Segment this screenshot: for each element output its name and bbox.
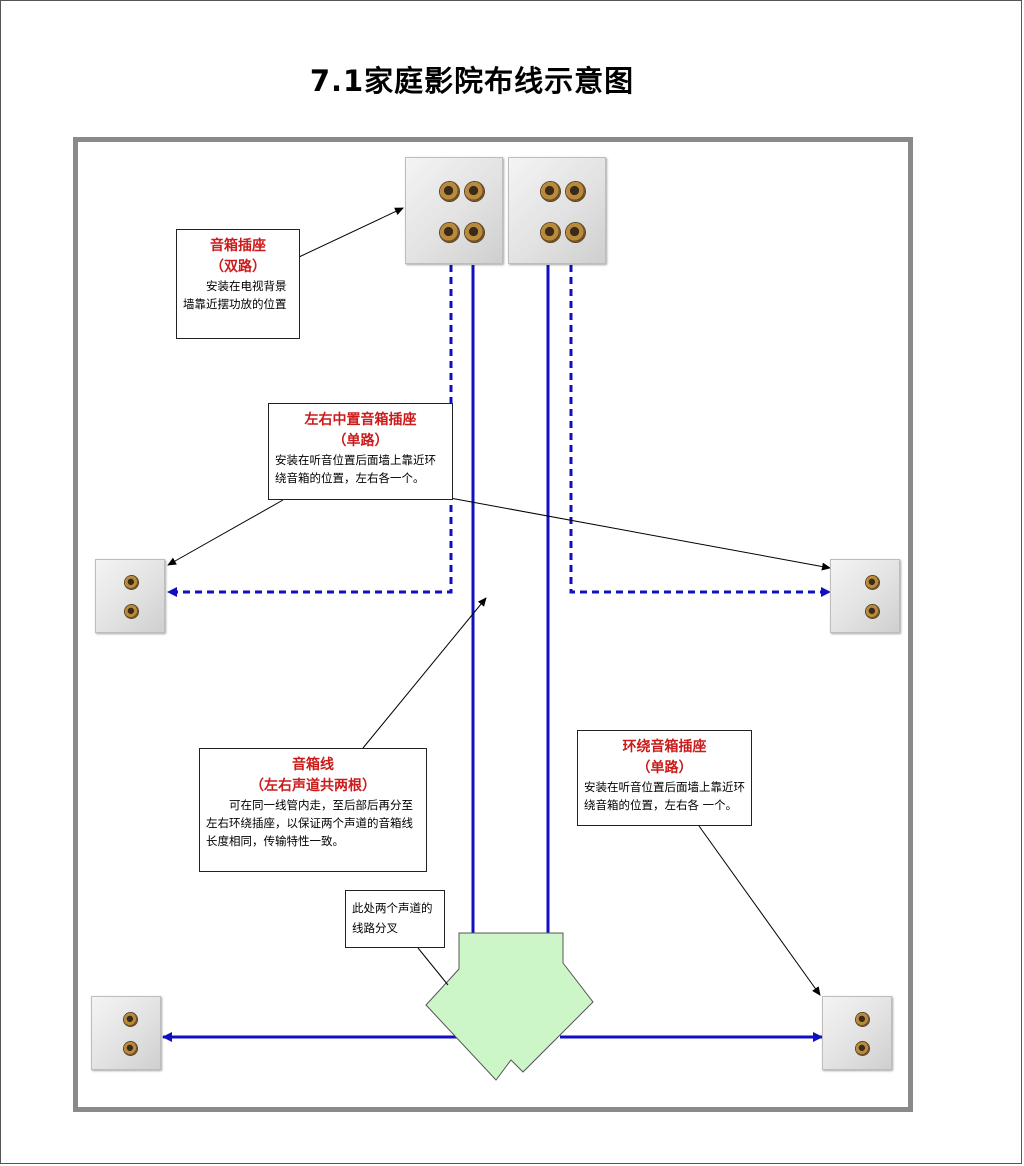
callout-surround-socket: 环绕音箱插座 （单路） 安装在听音位置后面墙上靠近环绕音箱的位置，左右各 一个。 xyxy=(577,730,752,826)
callout-body: 安装在听音位置后面墙上靠近环绕音箱的位置，左右各 一个。 xyxy=(584,780,745,812)
leader-surround-right xyxy=(698,825,821,996)
rear-left-socket-plate xyxy=(91,996,161,1070)
binding-post-icon xyxy=(440,182,459,201)
wire-front-left-dashed xyxy=(167,265,453,597)
binding-post-icon xyxy=(440,223,459,242)
leader-split-point xyxy=(417,947,449,986)
binding-post-icon xyxy=(124,1042,137,1055)
binding-post-icon xyxy=(856,1042,869,1055)
leader-speaker-socket xyxy=(298,207,404,258)
callout-subtitle: （单路） xyxy=(636,760,693,776)
front-left-socket-plate xyxy=(95,559,165,633)
binding-post-icon xyxy=(566,223,585,242)
callout-body: 可在同一线管内走，至后部后再分至左右环绕插座，以保证两个声道的音箱线长度相同，传… xyxy=(206,798,413,848)
callout-title: 音箱插座 xyxy=(210,238,266,254)
leader-front-left xyxy=(167,499,284,566)
page-title: 7.1家庭影院布线示意图 xyxy=(309,64,635,98)
callout-title: 左右中置音箱插座 xyxy=(304,412,417,428)
binding-post-icon xyxy=(566,182,585,201)
binding-post-icon xyxy=(124,1013,137,1026)
callout-title: 音箱线 xyxy=(292,757,334,773)
callout-title: 环绕音箱插座 xyxy=(622,739,707,755)
binding-post-icon xyxy=(856,1013,869,1026)
dual-socket-plate-left xyxy=(405,157,503,264)
dual-socket-plate-right xyxy=(508,157,606,264)
binding-post-icon xyxy=(866,605,879,618)
binding-post-icon xyxy=(866,576,879,589)
binding-post-icon xyxy=(541,223,560,242)
callout-subtitle: （单路） xyxy=(332,433,389,449)
leader-front-right xyxy=(449,497,831,571)
binding-post-icon xyxy=(125,605,138,618)
binding-post-icon xyxy=(465,182,484,201)
callout-subtitle: （双路） xyxy=(210,259,266,275)
callout-split-point: 此处两个声道的线路分叉 xyxy=(345,890,445,948)
callout-body: 此处两个声道的线路分叉 xyxy=(352,901,433,935)
binding-post-icon xyxy=(541,182,560,201)
callout-front-socket: 左右中置音箱插座 （单路） 安装在听音位置后面墙上靠近环绕音箱的位置，左右各一个… xyxy=(268,403,453,500)
rear-right-socket-plate xyxy=(822,996,892,1070)
front-right-socket-plate xyxy=(830,559,900,633)
callout-subtitle: （左右声道共两根） xyxy=(250,778,376,794)
callout-body: 安装在电视背景墙靠近摆功放的位置 xyxy=(183,279,287,311)
leader-speaker-wire xyxy=(362,597,487,749)
callout-speaker-wire: 音箱线 （左右声道共两根） 可在同一线管内走，至后部后再分至左右环绕插座，以保证… xyxy=(199,748,427,872)
binding-post-icon xyxy=(465,223,484,242)
callout-speaker-socket: 音箱插座 （双路） 安装在电视背景墙靠近摆功放的位置 xyxy=(176,229,300,339)
wire-front-right-dashed xyxy=(569,265,831,597)
split-junction-icon xyxy=(425,932,594,1081)
binding-post-icon xyxy=(125,576,138,589)
callout-body: 安装在听音位置后面墙上靠近环绕音箱的位置，左右各一个。 xyxy=(275,453,436,485)
